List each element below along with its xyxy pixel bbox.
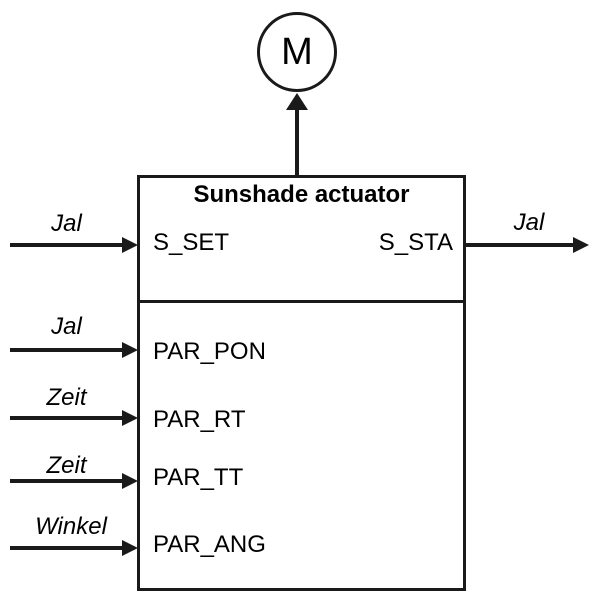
input-arrow-line-s-set xyxy=(10,243,123,247)
port-par-pon: PAR_PON xyxy=(153,338,266,365)
input-arrow-line-par-ang xyxy=(10,546,123,550)
input-arrowhead-par-ang-icon xyxy=(122,540,138,556)
input-arrowhead-par-rt-icon xyxy=(122,410,138,426)
input-arrow-line-par-pon xyxy=(10,348,123,352)
port-s-sta: S_STA xyxy=(378,229,453,256)
input-arrowhead-par-pon-icon xyxy=(122,342,138,358)
port-par-rt: PAR_RT xyxy=(153,406,246,433)
port-s-set: S_SET xyxy=(153,229,230,256)
input-type-label-s-set: Jal xyxy=(51,210,82,237)
port-par-tt: PAR_TT xyxy=(153,464,244,491)
function-block xyxy=(137,175,466,591)
block-title: Sunshade actuator xyxy=(193,181,410,208)
input-arrowhead-par-tt-icon xyxy=(122,473,138,489)
input-type-label-par-rt: Zeit xyxy=(46,384,87,411)
port-par-ang: PAR_ANG xyxy=(153,531,266,558)
motor-label: M xyxy=(281,31,313,73)
output-arrowhead-s-sta-icon xyxy=(573,237,589,253)
input-type-label-par-tt: Zeit xyxy=(46,452,87,479)
motor-arrow-line xyxy=(295,105,299,175)
input-arrow-line-par-tt xyxy=(10,479,123,483)
output-type-label-s-sta: Jal xyxy=(513,209,545,236)
input-arrow-line-par-rt xyxy=(10,416,123,420)
motor-arrowhead-icon xyxy=(286,93,308,110)
input-type-label-par-ang: Winkel xyxy=(35,513,107,540)
output-arrow-line-s-sta xyxy=(466,243,574,247)
motor-symbol-icon: M xyxy=(257,12,337,92)
block-section-divider xyxy=(137,300,466,303)
input-arrowhead-s-set-icon xyxy=(122,237,138,253)
input-type-label-par-pon: Jal xyxy=(51,313,82,340)
